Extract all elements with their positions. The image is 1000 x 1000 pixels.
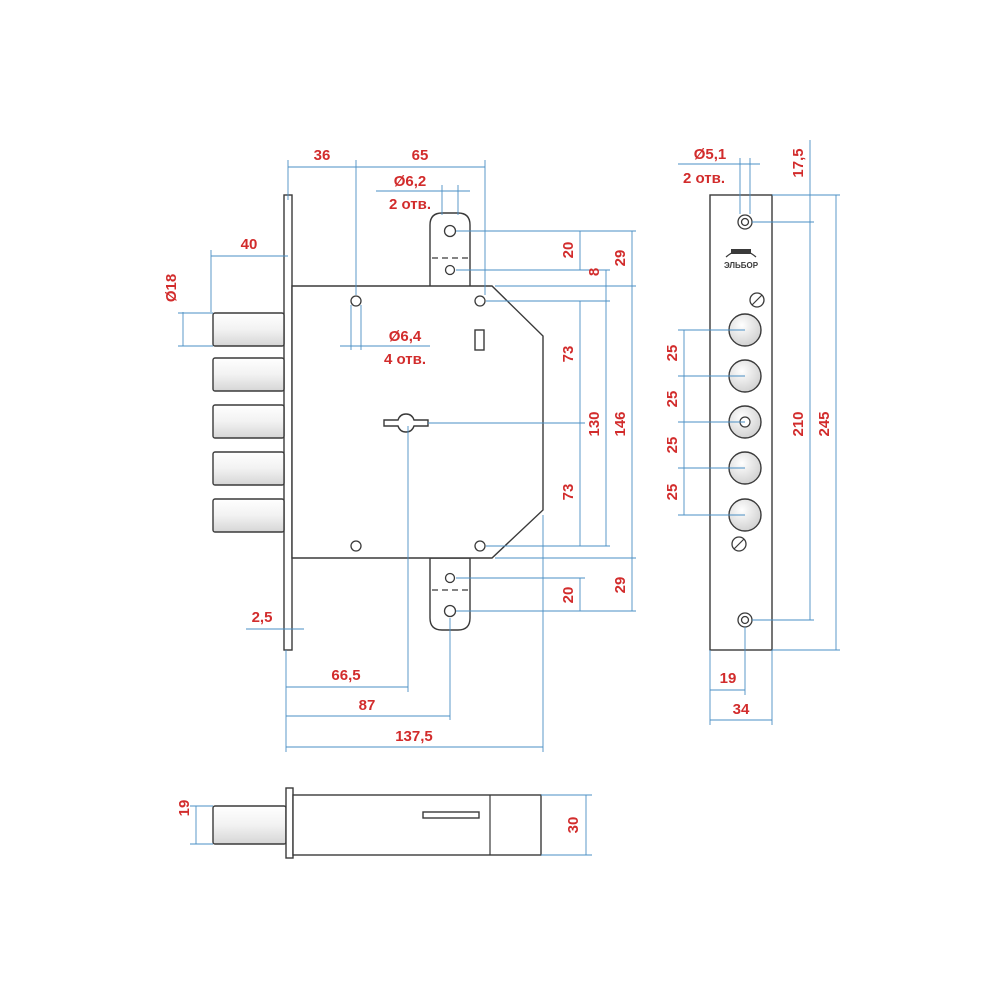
- label-h20-bottom: 20: [560, 587, 577, 604]
- brand-logo: ЭЛЬБОР: [724, 249, 759, 270]
- case-slot: [474, 329, 485, 351]
- label-d18: Ø18: [163, 274, 180, 302]
- side-view: ЭЛЬБОР: [709, 194, 773, 651]
- label-h130: 130: [586, 411, 603, 436]
- keyhole: [383, 413, 429, 433]
- label-h146: 146: [612, 411, 629, 436]
- tab-hole-top-inner: [444, 264, 456, 276]
- label-h73-bottom: 73: [560, 484, 577, 501]
- bolt-3: [212, 404, 285, 439]
- faceplate-bottom-view: [285, 787, 294, 859]
- label-w40: 40: [241, 236, 258, 253]
- label-hole62-count: 2 отв.: [389, 196, 431, 213]
- label-pitch-4: 25: [664, 484, 681, 501]
- bolt-1: [212, 312, 285, 347]
- label-w137-5: 137,5: [395, 728, 433, 745]
- top-mounting-tab: [429, 212, 471, 291]
- bolt-4: [212, 451, 285, 486]
- bolt-5: [212, 498, 285, 533]
- case-hole-bottom-right: [474, 540, 486, 552]
- front-view: [212, 194, 544, 651]
- label-w19-plate: 19: [720, 670, 737, 687]
- label-h20-top: 20: [560, 242, 577, 259]
- label-w66-5: 66,5: [331, 667, 360, 684]
- label-w2-5: 2,5: [252, 609, 273, 626]
- plate-hole-top-inner: [740, 217, 750, 227]
- label-h210: 210: [790, 411, 807, 436]
- label-hole64: Ø6,4: [389, 328, 422, 345]
- case-hole-bottom-left: [350, 540, 362, 552]
- label-w65: 65: [412, 147, 429, 164]
- screw-top-slot: [751, 294, 763, 306]
- screw-bottom-slot: [733, 538, 745, 550]
- dimension-labels: 36 65 Ø6,2 2 отв. 40 Ø18 Ø6,4 4 отв. 20 …: [163, 146, 833, 833]
- tab-hole-bottom-inner: [444, 572, 456, 584]
- bolt-2: [212, 357, 285, 392]
- case-hole-top-right: [474, 295, 486, 307]
- label-h30: 30: [565, 817, 582, 834]
- label-w87: 87: [359, 697, 376, 714]
- label-h73-top: 73: [560, 346, 577, 363]
- label-hole62: Ø6,2: [394, 173, 427, 190]
- case-bottom-view: [292, 794, 542, 856]
- label-w34: 34: [733, 701, 750, 718]
- tab-hole-top: [443, 224, 457, 238]
- screw-bottom: [731, 536, 747, 552]
- label-hole51: Ø5,1: [694, 146, 727, 163]
- plate-hole-bottom-inner: [740, 615, 750, 625]
- case-hole-top-left: [350, 295, 362, 307]
- label-h8: 8: [586, 268, 603, 276]
- label-pitch-3: 25: [664, 437, 681, 454]
- label-w36: 36: [314, 147, 331, 164]
- logo-bar-icon: [731, 249, 751, 254]
- bolt-group: [212, 312, 285, 533]
- tab-hole-bottom: [443, 604, 457, 618]
- screw-top: [749, 292, 765, 308]
- bottom-view: [212, 787, 542, 859]
- bottom-mounting-tab: [429, 557, 471, 631]
- bolt-side-profile: [212, 805, 287, 845]
- label-h245: 245: [816, 411, 833, 436]
- label-hole51-count: 2 отв.: [683, 170, 725, 187]
- label-hole64-count: 4 отв.: [384, 351, 426, 368]
- label-h29-top: 29: [612, 250, 629, 267]
- label-h29-bottom: 29: [612, 577, 629, 594]
- dimension-lines: [178, 140, 840, 856]
- label-pitch-2: 25: [664, 391, 681, 408]
- brand-name: ЭЛЬБОР: [724, 261, 759, 270]
- case-bottom-slot: [422, 811, 480, 819]
- label-h19-bolt: 19: [176, 800, 193, 817]
- label-pitch-1: 25: [664, 345, 681, 362]
- label-h17-5: 17,5: [790, 148, 807, 177]
- faceplate-front: [283, 194, 293, 651]
